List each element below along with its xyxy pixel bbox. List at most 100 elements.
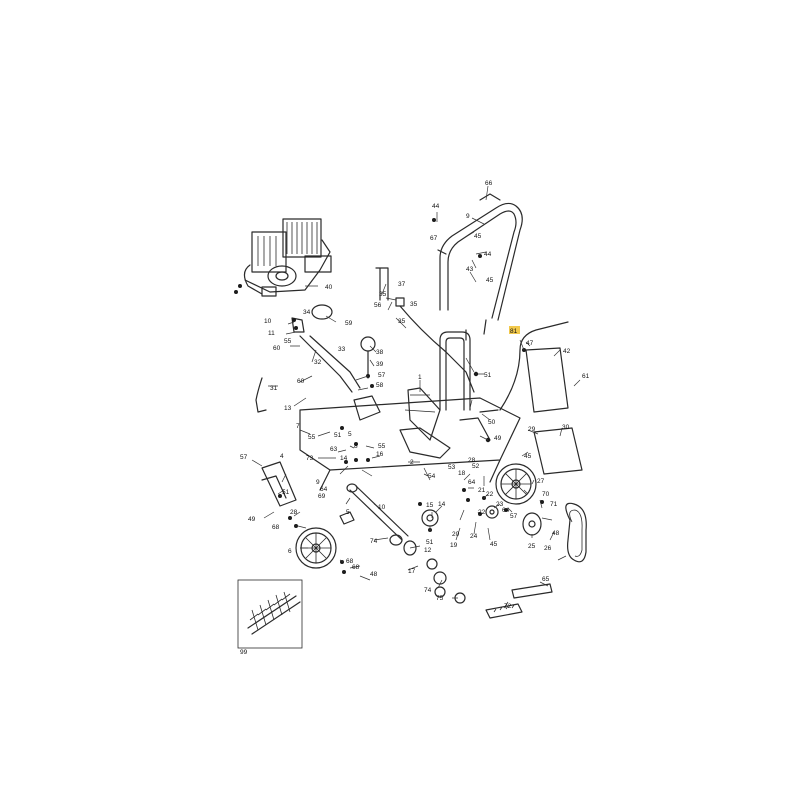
callout-63: 63 (330, 446, 338, 453)
callout-48a: 48 (370, 571, 378, 578)
callout-29: 29 (528, 426, 536, 433)
callout-51a: 51 (484, 372, 492, 379)
callout-64a: 64 (320, 486, 328, 493)
callout-60a: 60 (273, 345, 281, 352)
callout-32: 32 (314, 359, 322, 366)
callout-14b: 14 (438, 501, 446, 508)
callout-38: 38 (376, 349, 384, 356)
callout-56: 56 (374, 302, 382, 309)
callout-47: 47 (526, 340, 534, 347)
callout-45d: 45 (490, 541, 498, 548)
callout-45b: 45 (486, 277, 494, 284)
tine-assembly-inset-99 (237, 579, 303, 649)
callout-62: 22 (478, 509, 486, 516)
callout-35c: 35 (398, 318, 406, 325)
callout-53: 53 (448, 464, 456, 471)
callout-44b: 44 (484, 251, 492, 258)
callout-10: 10 (264, 318, 272, 325)
callout-18: 18 (458, 470, 466, 477)
callout-50: 50 (488, 419, 496, 426)
callout-27: 27 (537, 478, 545, 485)
lower-handle-frame (439, 331, 471, 411)
callout-81: 81 (510, 328, 518, 335)
callout-28b: 28 (468, 457, 476, 464)
callout-55a: 55 (284, 338, 292, 345)
callout-11: 11 (268, 330, 275, 337)
bracket-65 (511, 583, 553, 599)
callout-35b: 35 (410, 301, 418, 308)
callout-37: 37 (398, 281, 406, 288)
v-belt-26 (565, 502, 587, 563)
callout-5: 5 (348, 431, 352, 438)
callout-59: 59 (345, 320, 353, 327)
callout-2: 2 (410, 459, 414, 466)
large-pulley-27 (495, 463, 537, 505)
callout-45a: 45 (474, 233, 482, 240)
callout-35a: 35 (379, 291, 387, 298)
callout-31: 31 (270, 385, 278, 392)
callout-49a: 49 (494, 435, 502, 442)
callout-5b: 5 (346, 509, 350, 516)
callout-68c: 68 (352, 564, 360, 571)
callout-72: 72 (504, 603, 512, 610)
callout-57b: 57 (240, 454, 248, 461)
callout-58: 58 (376, 382, 384, 389)
callout-65: 65 (542, 576, 550, 583)
callout-9b: 9 (316, 479, 320, 486)
callout-64c: 64 (502, 507, 510, 514)
callout-40: 40 (325, 284, 333, 291)
callout-25: 25 (528, 543, 536, 550)
callout-55c: 55 (378, 443, 386, 450)
callout-64b: 64 (468, 479, 476, 486)
callout-42: 42 (563, 348, 571, 355)
callout-26: 26 (544, 545, 552, 552)
callout-57c: 57 (510, 513, 518, 520)
callout-74a: 74 (370, 538, 378, 545)
callout-61: 61 (582, 373, 590, 380)
callout-16: 16 (376, 451, 384, 458)
main-frame (299, 387, 521, 491)
callout-9: 9 (466, 213, 470, 220)
handle-assembly (437, 193, 523, 341)
callout-12: 12 (424, 547, 432, 554)
callout-68b: 68 (346, 558, 354, 565)
callout-69: 69 (318, 493, 326, 500)
callout-73: 73 (306, 455, 314, 462)
bracket-72 (485, 603, 523, 619)
callout-13: 13 (284, 405, 292, 412)
callout-10b: 10 (378, 504, 386, 511)
callout-55b: 55 (308, 434, 316, 441)
leader-lines (251, 185, 581, 609)
tine-shield (533, 427, 583, 475)
callout-20: 20 (452, 531, 460, 538)
callout-21: 21 (478, 487, 486, 494)
callout-19: 19 (450, 542, 458, 549)
callout-43: 43 (466, 266, 474, 273)
callout-60b: 60 (297, 378, 305, 385)
left-wheel-6 (255, 377, 337, 569)
callout-17: 17 (408, 568, 416, 575)
callout-51d: 51 (426, 539, 434, 546)
callout-15: 15 (426, 502, 434, 509)
hub-spacers (389, 534, 466, 604)
callout-14a: 14 (340, 455, 348, 462)
callout-1: 1 (418, 374, 422, 381)
callout-7: 7 (296, 423, 300, 430)
callout-4: 4 (280, 453, 284, 460)
callout-22: 22 (486, 491, 494, 498)
callout-71: 71 (550, 501, 558, 508)
belt-cover (479, 321, 569, 413)
callout-48b: 48 (552, 530, 560, 537)
part-callouts: 66 44 9 45 67 44 43 45 37 35 56 35 35 40… (240, 180, 590, 656)
callout-44a: 44 (432, 203, 440, 210)
callout-54: 54 (428, 473, 436, 480)
callout-8: 8 (354, 443, 358, 450)
callout-6: 6 (288, 548, 292, 555)
callout-33: 33 (338, 346, 346, 353)
callout-24: 24 (470, 533, 478, 540)
highlight-callout-81 (509, 326, 520, 334)
callout-23: 23 (496, 501, 504, 508)
callout-70: 70 (542, 491, 550, 498)
callout-28a: 28 (290, 509, 298, 516)
